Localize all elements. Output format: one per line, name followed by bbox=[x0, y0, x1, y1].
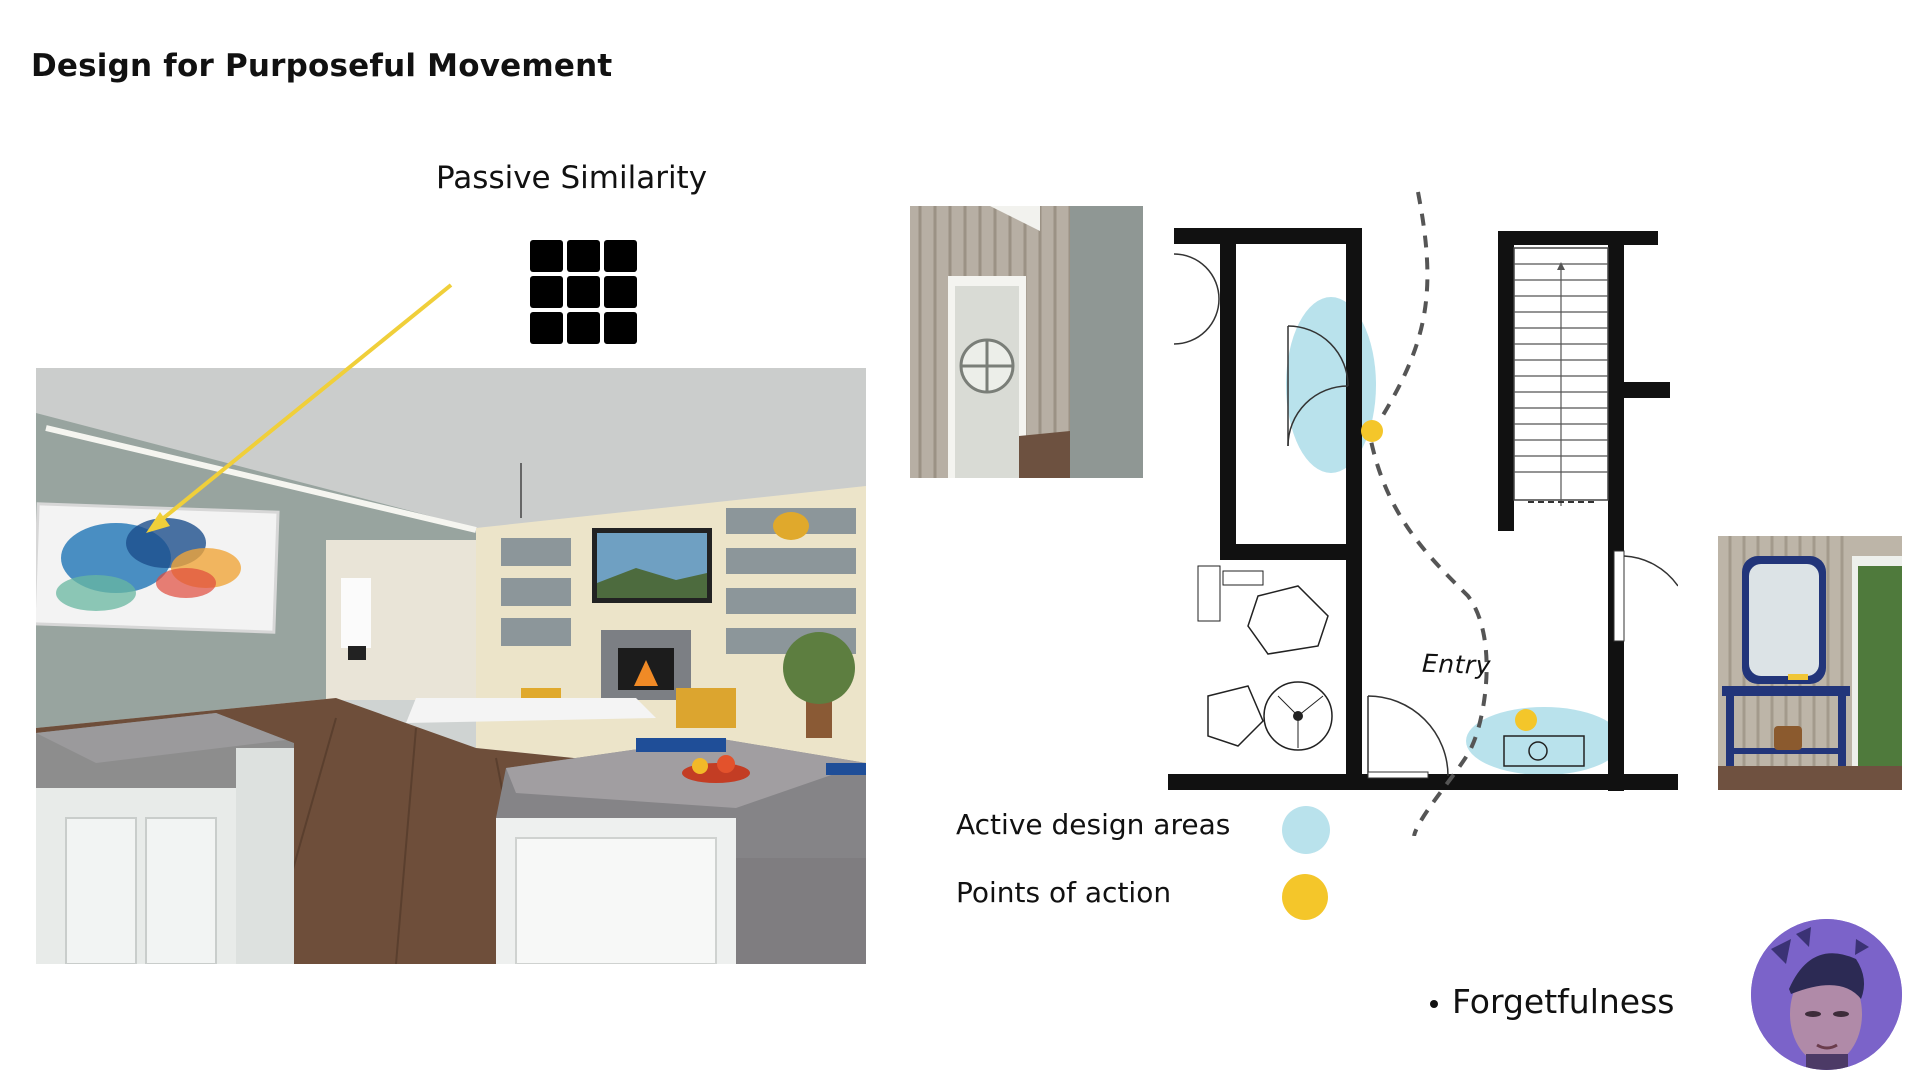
active-design-area bbox=[1466, 707, 1622, 775]
legend-active-swatch bbox=[1282, 806, 1330, 854]
passive-similarity-label: Passive Similarity bbox=[436, 160, 708, 196]
bullet-forgetfulness: Forgetfulness bbox=[1430, 982, 1674, 1021]
legend-points-of-action: Points of action bbox=[956, 876, 1171, 909]
bullet-dot-icon bbox=[1430, 999, 1438, 1008]
living-room-render-image bbox=[36, 368, 866, 964]
legend-points-swatch bbox=[1282, 874, 1328, 920]
legend-points-label: Points of action bbox=[956, 876, 1172, 909]
floor-plan-diagram bbox=[1168, 191, 1678, 836]
point-of-action bbox=[1515, 709, 1537, 731]
avatar bbox=[1751, 919, 1902, 1070]
bullet-text: Forgetfulness bbox=[1452, 982, 1675, 1021]
entry-label: Entry bbox=[1421, 648, 1492, 681]
grid-3x3-icon bbox=[530, 240, 637, 344]
legend-active-design-areas: Active design areas bbox=[956, 808, 1230, 841]
active-design-area bbox=[1286, 297, 1376, 473]
point-of-action bbox=[1361, 420, 1383, 442]
movement-path bbox=[1367, 191, 1489, 836]
mirror-console-image bbox=[1718, 536, 1902, 790]
hallway-door-image bbox=[910, 206, 1143, 478]
legend-active-label: Active design areas bbox=[956, 808, 1231, 841]
slide-title: Design for Purposeful Movement bbox=[31, 48, 613, 84]
